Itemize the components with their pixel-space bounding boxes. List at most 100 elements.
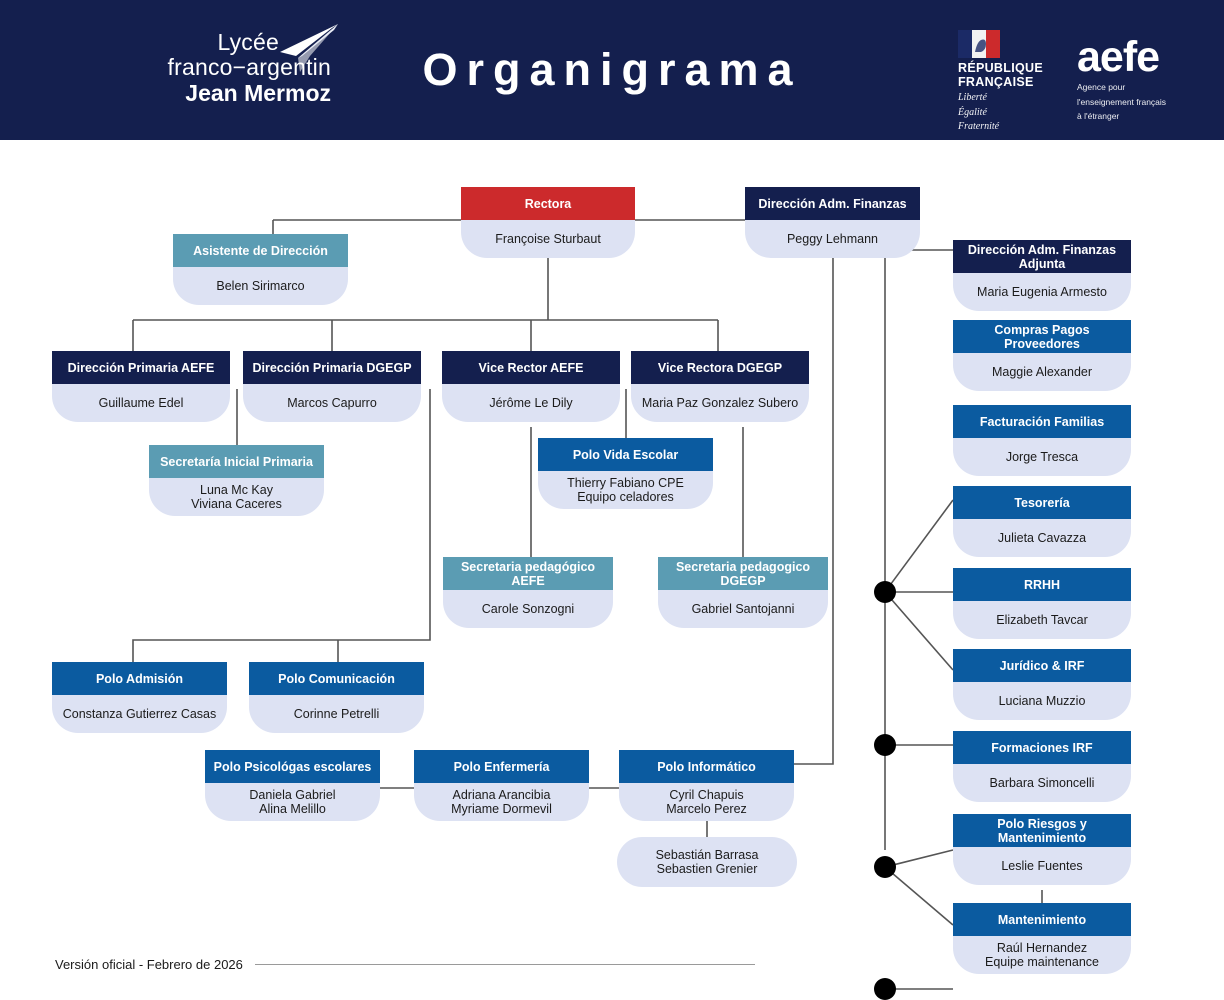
org-node-people: Jorge Tresca bbox=[953, 438, 1131, 476]
org-node-people: Elizabeth Tavcar bbox=[953, 601, 1131, 639]
org-node-people: Maggie Alexander bbox=[953, 353, 1131, 391]
org-node-title: Mantenimiento bbox=[953, 903, 1131, 936]
aefe-tagline-2: l'enseignement français bbox=[1077, 96, 1167, 107]
org-node-people: Luciana Muzzio bbox=[953, 682, 1131, 720]
org-node-title: Vice Rectora DGEGP bbox=[631, 351, 809, 384]
org-node-people: Corinne Petrelli bbox=[249, 695, 424, 733]
org-node-people: Belen Sirimarco bbox=[173, 267, 348, 305]
aefe-tagline-3: à l'étranger bbox=[1077, 111, 1120, 121]
marianne-flag-icon bbox=[958, 30, 1000, 58]
org-node-people: Jérôme Le Dily bbox=[442, 384, 620, 422]
org-node-title: Dirección Adm. Finanzas Adjunta bbox=[953, 240, 1131, 273]
org-node-title: Polo Vida Escolar bbox=[538, 438, 713, 471]
org-node-people: Leslie Fuentes bbox=[953, 847, 1131, 885]
org-node-title: Rectora bbox=[461, 187, 635, 220]
org-node-title: Jurídico & IRF bbox=[953, 649, 1131, 682]
org-node-people: Maria Eugenia Armesto bbox=[953, 273, 1131, 311]
junction-dot bbox=[874, 734, 896, 756]
org-node-title: Secretaría Inicial Primaria bbox=[149, 445, 324, 478]
org-node-title: Tesorería bbox=[953, 486, 1131, 519]
footer-divider bbox=[254, 963, 755, 965]
rf-line-1: RÉPUBLIQUE bbox=[958, 61, 1043, 75]
org-node-title: Facturación Familias bbox=[953, 405, 1131, 438]
org-node-title: Polo Informático bbox=[619, 750, 794, 783]
org-node-title: Dirección Primaria DGEGP bbox=[243, 351, 421, 384]
aefe-logo: aefe Agence pour l'enseignement français… bbox=[1077, 36, 1187, 122]
org-node-title: Polo Psicológas escolares bbox=[205, 750, 380, 783]
org-node-title: Polo Comunicación bbox=[249, 662, 424, 695]
org-node-people: Gabriel Santojanni bbox=[658, 590, 828, 628]
org-node-people: Marcos Capurro bbox=[243, 384, 421, 422]
logo-line-1: Lycée bbox=[217, 29, 279, 55]
org-node-title: RRHH bbox=[953, 568, 1131, 601]
org-node-people: Carole Sonzogni bbox=[443, 590, 613, 628]
rf-motto-3: Fraternité bbox=[958, 121, 1000, 132]
rf-motto-1: Liberté bbox=[958, 92, 987, 103]
org-node-title: Polo Riesgos y Mantenimiento bbox=[953, 814, 1131, 847]
org-node-title: Compras Pagos Proveedores bbox=[953, 320, 1131, 353]
rf-motto-2: Égalité bbox=[958, 106, 987, 118]
version-label: Versión oficial - Febrero de 2026 bbox=[55, 956, 243, 972]
org-node-people: Guillaume Edel bbox=[52, 384, 230, 422]
paper-plane-icon bbox=[280, 24, 338, 72]
aefe-wordmark: aefe bbox=[1077, 33, 1160, 81]
org-node-title: Formaciones IRF bbox=[953, 731, 1131, 764]
org-node-people: Julieta Cavazza bbox=[953, 519, 1131, 557]
junction-dot bbox=[874, 978, 896, 1000]
page-title: Organigrama bbox=[422, 44, 802, 95]
org-node-title: Dirección Adm. Finanzas bbox=[745, 187, 920, 220]
junction-dot bbox=[874, 856, 896, 878]
org-node-title: Asistente de Dirección bbox=[173, 234, 348, 267]
republique-francaise-logo: RÉPUBLIQUE FRANÇAISE Liberté Égalité Fra… bbox=[958, 30, 1063, 133]
logo-line-3: Jean Mermoz bbox=[185, 80, 331, 106]
aefe-tagline-1: Agence pour bbox=[1077, 82, 1126, 92]
org-node-title: Secretaria pedagogico DGEGP bbox=[658, 557, 828, 590]
rf-line-2: FRANÇAISE bbox=[958, 75, 1034, 89]
junction-dot bbox=[874, 581, 896, 603]
org-node-people: Barbara Simoncelli bbox=[953, 764, 1131, 802]
org-node-title: Polo Admisión bbox=[52, 662, 227, 695]
page-header: Lycée franco−argentin Jean Mermoz Organi… bbox=[0, 0, 1224, 140]
org-node-people: Peggy Lehmann bbox=[745, 220, 920, 258]
org-node-people: Constanza Gutierrez Casas bbox=[52, 695, 227, 733]
org-node-title: Polo Enfermería bbox=[414, 750, 589, 783]
org-node-title: Vice Rector AEFE bbox=[442, 351, 620, 384]
org-node-title: Secretaria pedagógico AEFE bbox=[443, 557, 613, 590]
org-node-people: Françoise Sturbaut bbox=[461, 220, 635, 258]
org-node-people: Maria Paz Gonzalez Subero bbox=[631, 384, 809, 422]
school-logo: Lycée franco−argentin Jean Mermoz bbox=[55, 24, 338, 120]
org-node-title: Dirección Primaria AEFE bbox=[52, 351, 230, 384]
footer: Versión oficial - Febrero de 2026 bbox=[55, 952, 755, 976]
